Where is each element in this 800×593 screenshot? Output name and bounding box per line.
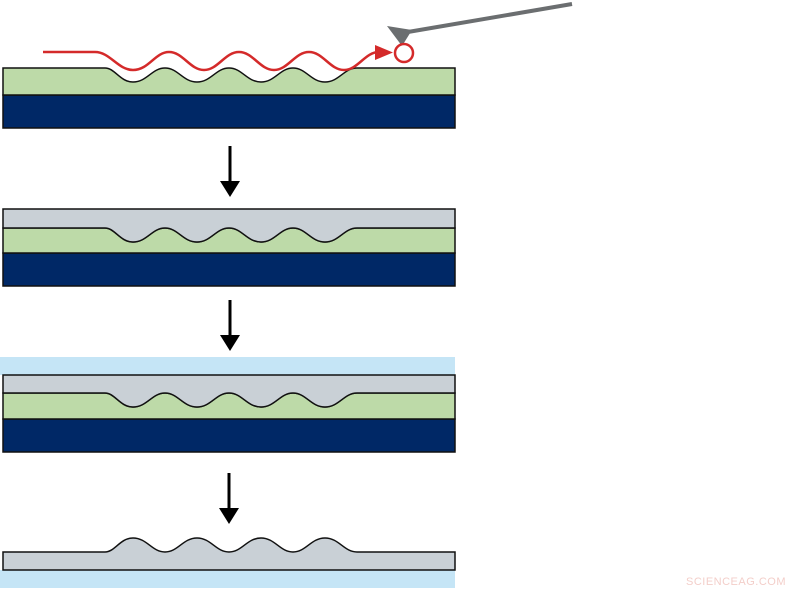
replica-film-layer: [2, 537, 456, 571]
substrate-layer: [2, 418, 456, 453]
release-layer: [0, 357, 455, 375]
laser-arrow-head: [375, 45, 393, 60]
down-arrow-icon: [220, 300, 240, 351]
resist-layer: [2, 392, 456, 420]
cantilever-probe-icon: [401, 2, 573, 35]
watermark: SCIENCEAG.COM: [685, 576, 786, 588]
down-arrow-icon: [220, 146, 240, 197]
resist-layer: [2, 67, 456, 96]
down-arrow-icon: [219, 473, 239, 524]
replica-coating-layer: [2, 374, 456, 408]
substrate-layer: [2, 94, 456, 129]
step-2-coating: [2, 208, 456, 287]
substrate-layer: [2, 252, 456, 287]
release-layer: [0, 570, 455, 588]
resist-layer: [2, 227, 456, 254]
step-4-peel-off: [0, 537, 456, 588]
focus-circle-icon: [393, 42, 415, 64]
probe-tip: [387, 26, 412, 46]
replica-coating-layer: [2, 208, 456, 243]
laser-beam-path: [43, 50, 388, 72]
step-3-bonding: [0, 357, 456, 453]
step-1-laser-writing: [2, 2, 573, 129]
